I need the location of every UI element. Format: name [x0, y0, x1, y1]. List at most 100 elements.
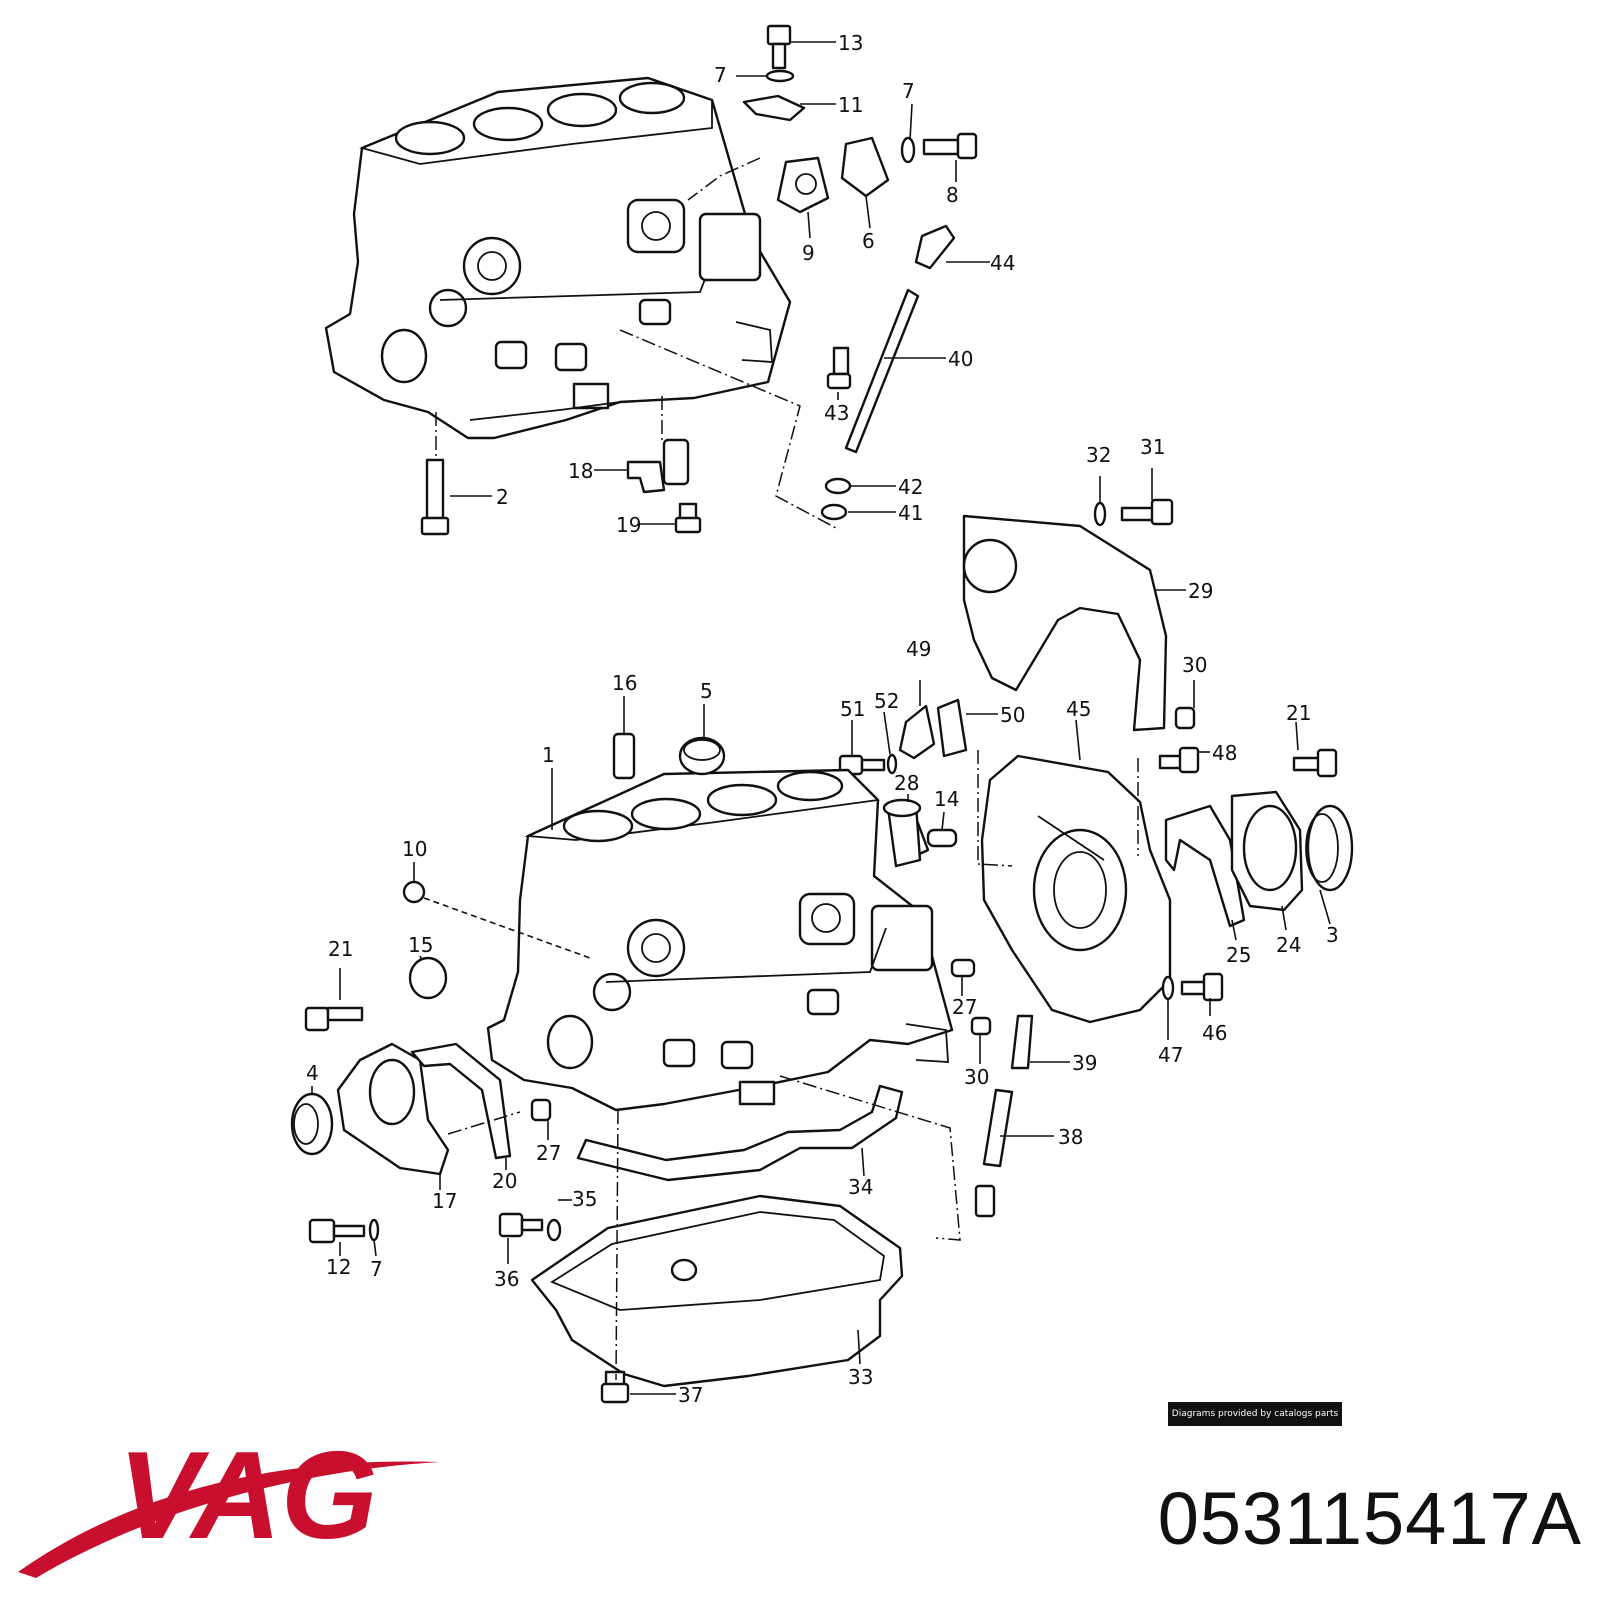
sleeve-30 [1174, 706, 1196, 730]
callout-17: 17 [432, 1189, 457, 1213]
pin-27-left [530, 1098, 552, 1122]
callout-31: 31 [1140, 435, 1165, 459]
callout-7-right: 7 [902, 79, 915, 103]
callout-51: 51 [840, 697, 865, 721]
bolt-12 [308, 1218, 366, 1244]
gasket-9 [776, 156, 830, 214]
callout-2: 2 [496, 485, 509, 509]
callout-18: 18 [568, 459, 593, 483]
plug-15 [408, 956, 448, 1000]
tube-38 [974, 1088, 1014, 1218]
callout-30-bottom: 30 [964, 1065, 989, 1089]
callout-29: 29 [1188, 579, 1213, 603]
bracket-50 [936, 698, 968, 758]
bolt-8 [922, 132, 978, 160]
callout-45: 45 [1066, 697, 1091, 721]
callout-21-left: 21 [328, 937, 353, 961]
callout-4: 4 [306, 1061, 319, 1085]
vag-logo-text: VAG [118, 1427, 378, 1565]
callout-6: 6 [862, 229, 875, 253]
callout-8: 8 [946, 183, 959, 207]
callout-37: 37 [678, 1383, 703, 1407]
dipstick-44 [914, 224, 956, 270]
lower-engine-block [486, 768, 954, 1112]
callout-38: 38 [1058, 1125, 1083, 1149]
seal-housing-24 [1230, 790, 1304, 912]
bolt-46 [1180, 972, 1224, 1002]
bolt-36 [498, 1212, 544, 1238]
ring-41 [820, 503, 848, 521]
leader-lines [311, 41, 1331, 1395]
plate-29 [962, 514, 1168, 732]
bracket-49 [898, 704, 936, 760]
callout-20: 20 [492, 1169, 517, 1193]
oil-pan-33 [530, 1194, 904, 1388]
callout-35: 35 [572, 1187, 597, 1211]
washer-7-lower [368, 1218, 380, 1242]
seal-3 [1305, 804, 1354, 892]
callout-3: 3 [1326, 923, 1339, 947]
gasket-34 [576, 1084, 904, 1182]
cover-6 [840, 136, 890, 198]
bolt-19 [674, 502, 702, 534]
pin-16 [612, 732, 636, 780]
sleeve-30-lower [970, 1016, 992, 1036]
callout-30-top: 30 [1182, 653, 1207, 677]
bolt-31 [1120, 498, 1174, 526]
callout-15: 15 [408, 933, 433, 957]
bolt-48 [1158, 746, 1200, 774]
gasket-20 [410, 1042, 512, 1160]
upper-engine-block [324, 76, 792, 440]
callout-43: 43 [824, 401, 849, 425]
washer-35 [546, 1218, 562, 1242]
credit-banner: Diagrams provided by catalogs parts [1168, 1402, 1342, 1426]
washer-47 [1161, 975, 1175, 1001]
callout-32: 32 [1086, 443, 1111, 467]
callout-48: 48 [1212, 741, 1237, 765]
pin-27-right [950, 958, 976, 978]
callout-34: 34 [848, 1175, 873, 1199]
vag-logo: VAG [18, 1427, 440, 1578]
callout-1: 1 [542, 743, 555, 767]
tube-39 [1010, 1014, 1034, 1070]
callout-25: 25 [1226, 943, 1251, 967]
plug-5 [678, 736, 726, 776]
callout-33: 33 [848, 1365, 873, 1389]
callout-5: 5 [700, 679, 713, 703]
callout-49: 49 [906, 637, 931, 661]
callout-7-top: 7 [714, 63, 727, 87]
callout-7-bottom: 7 [370, 1257, 383, 1281]
callout-27-left: 27 [536, 1141, 561, 1165]
callout-42: 42 [898, 475, 923, 499]
callout-41: 41 [898, 501, 923, 525]
callout-10: 10 [402, 837, 427, 861]
callout-9: 9 [802, 241, 815, 265]
callout-19: 19 [616, 513, 641, 537]
callout-36: 36 [494, 1267, 519, 1291]
callout-labels: 13 7 11 7 8 6 9 44 40 43 42 41 2 18 19 3… [306, 31, 1339, 1407]
gasket-25 [1164, 804, 1246, 928]
plug-10 [402, 880, 426, 904]
callout-16: 16 [612, 671, 637, 695]
callout-12: 12 [326, 1255, 351, 1279]
callout-39: 39 [1072, 1051, 1097, 1075]
bolt-13 [766, 24, 792, 70]
callout-28: 28 [894, 771, 919, 795]
washer-32 [1093, 501, 1107, 527]
fitting-18 [626, 438, 690, 494]
seal-housing-17 [336, 1042, 450, 1176]
bolt-2 [420, 458, 450, 536]
callout-40: 40 [948, 347, 973, 371]
plug-43 [826, 346, 852, 390]
drain-plug-37 [600, 1370, 630, 1404]
flange-45 [980, 754, 1172, 1024]
callout-24: 24 [1276, 933, 1301, 957]
callout-13: 13 [838, 31, 863, 55]
sleeve-28 [882, 798, 922, 868]
pin-14 [926, 828, 958, 848]
callout-11: 11 [838, 93, 863, 117]
callout-47: 47 [1158, 1043, 1183, 1067]
callout-50: 50 [1000, 703, 1025, 727]
bracket-11 [742, 94, 806, 122]
